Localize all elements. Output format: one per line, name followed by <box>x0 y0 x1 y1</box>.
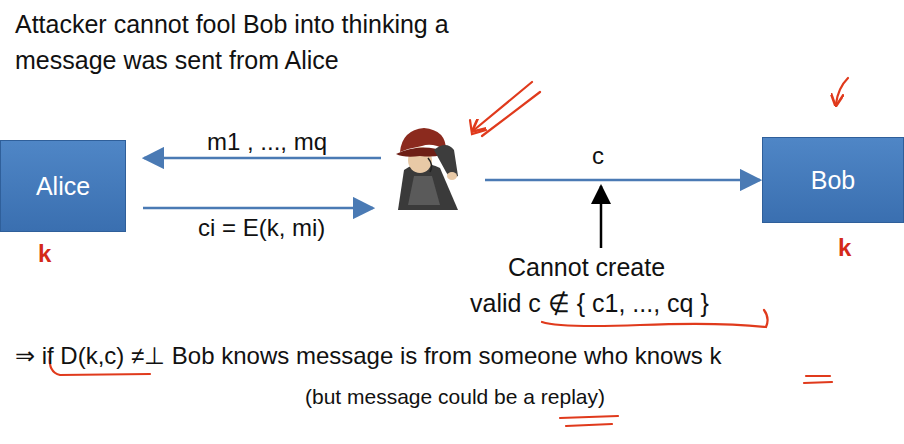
arrow <box>144 157 381 160</box>
conclusion-text: ⇒ if D(k,c) ≠⊥ Bob knows message is from… <box>15 342 721 371</box>
arrow <box>485 179 760 182</box>
arrow <box>143 207 373 210</box>
attacker-figure <box>396 128 458 210</box>
note-text: valid c ∉ { c1, ..., cq } <box>470 288 709 318</box>
process-box: Bob <box>762 137 904 223</box>
process-box: Alice <box>0 140 126 232</box>
box-label: Bob <box>811 166 855 195</box>
title: Attacker cannot fool Bob into thinking a… <box>15 6 550 78</box>
message-label: m1 , ..., mq <box>207 128 327 157</box>
note-text: (but message could be a replay) <box>305 384 605 409</box>
box-label: Alice <box>36 172 90 201</box>
key-label: k <box>38 240 51 269</box>
note-text: Cannot create <box>508 252 665 282</box>
key-label: k <box>838 234 851 263</box>
ciphertext-label: c <box>592 142 604 171</box>
ciphertext-label: ci = E(k, mi) <box>198 214 325 243</box>
annotation <box>50 78 848 426</box>
pointer-arrow <box>600 186 603 248</box>
